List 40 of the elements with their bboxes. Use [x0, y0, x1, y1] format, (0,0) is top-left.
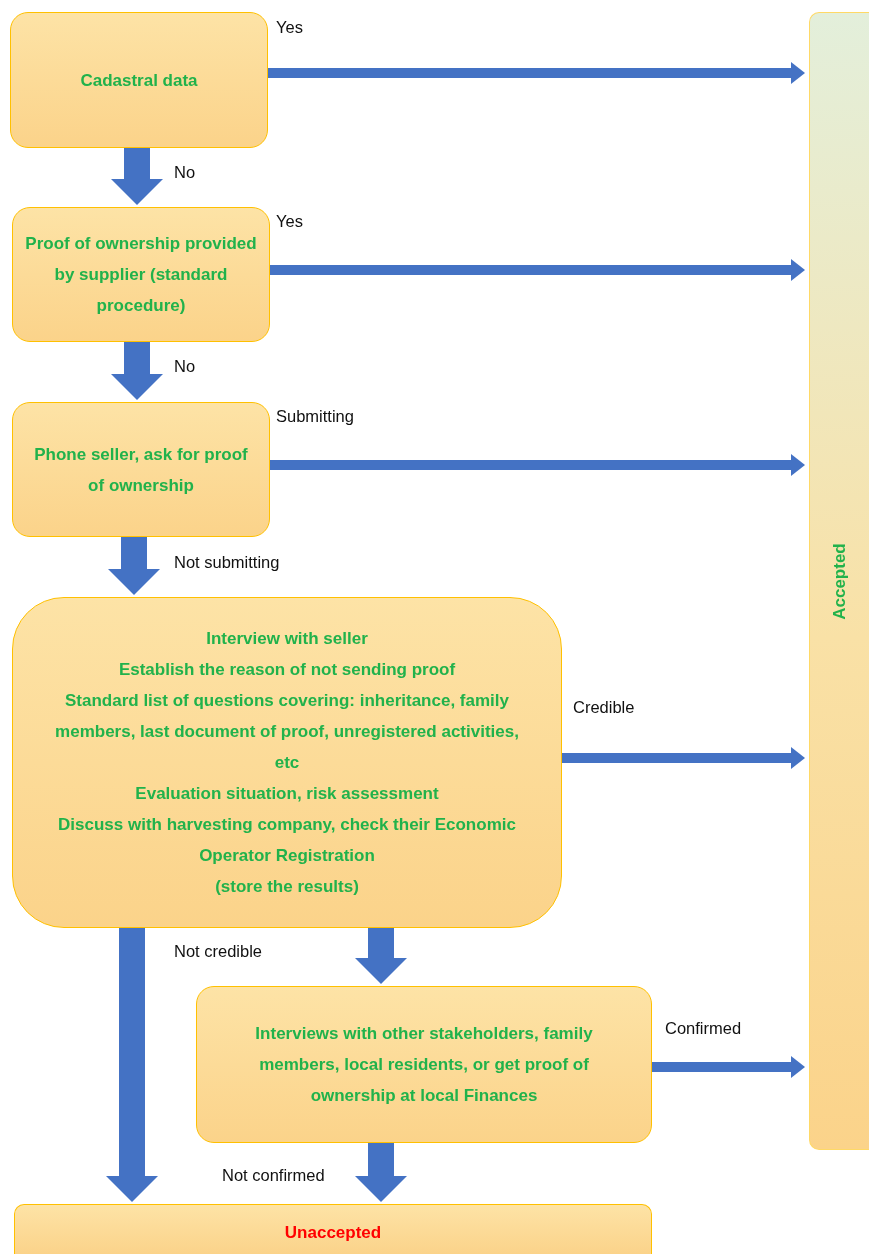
node-text: Unaccepted [284, 1222, 382, 1244]
node-text: Evaluation situation, risk assessment [135, 783, 439, 805]
arrow [108, 537, 160, 595]
node-text: Interview with seller [206, 628, 368, 650]
arrow [270, 259, 805, 281]
node-text: Cadastral data [80, 69, 198, 92]
edge-label: No [174, 163, 196, 182]
edge-label: No [174, 357, 196, 376]
edge-label: Yes [276, 212, 303, 231]
process-box [12, 597, 562, 928]
node-text: Discuss with harvesting company, check their Economic Operator Registration [57, 814, 517, 867]
arrow [355, 928, 407, 984]
edge-label: Not submitting [174, 553, 280, 572]
arrow [270, 454, 805, 476]
node-text: Accepted [829, 542, 850, 620]
node-text: (store the results) [215, 876, 359, 898]
process-box [12, 402, 270, 537]
edge-label: Not confirmed [222, 1166, 325, 1185]
node-text: Standard list of questions covering: inheritance, family members, last document of proof, unregistered activities, etc [54, 690, 520, 774]
edge-label: Not credible [174, 942, 263, 961]
arrow [652, 1056, 805, 1078]
arrow [355, 1143, 407, 1202]
arrow [111, 148, 163, 205]
process-box [196, 986, 652, 1143]
node-text: Interviews with other stakeholders, family members, local residents, or get proof of ownership at local Finances [254, 1023, 594, 1107]
arrow [562, 747, 805, 769]
edge-label: Confirmed [665, 1019, 742, 1038]
outcome-bar [809, 12, 869, 1150]
edge-label: Credible [573, 698, 635, 717]
process-box [10, 12, 268, 148]
process-box [12, 207, 270, 342]
node-text: Phone seller, ask for proof of ownership [33, 443, 249, 497]
edge-label: Submitting [276, 407, 354, 426]
arrow [111, 342, 163, 400]
arrow [268, 62, 805, 84]
outcome-bar [14, 1204, 652, 1254]
edge-label: Yes [276, 18, 303, 37]
arrow [106, 928, 158, 1202]
node-text: Proof of ownership provided by supplier (standard procedure) [24, 233, 258, 317]
node-text: Establish the reason of not sending proof [118, 659, 456, 681]
